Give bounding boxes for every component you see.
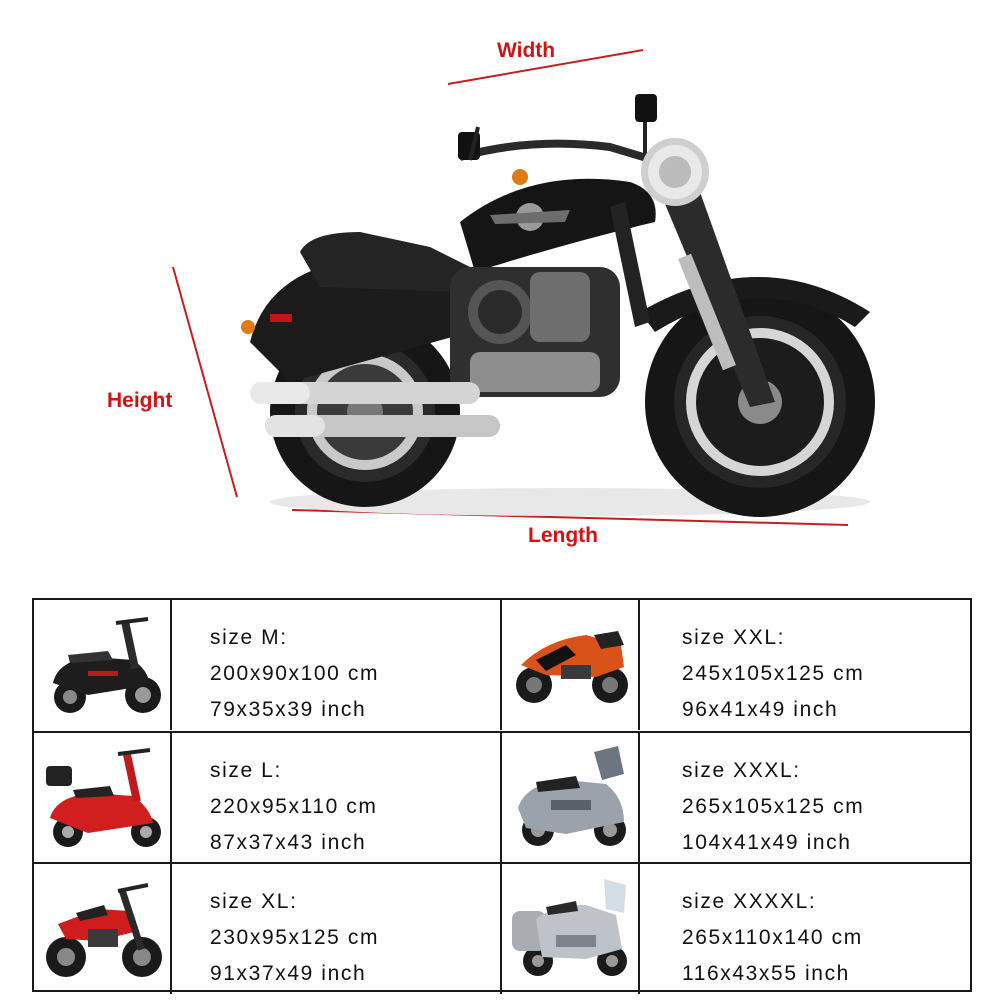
size-inch: 104x41x49 inch [682,831,852,854]
touring-bike-silver-icon [512,879,627,976]
height-line [172,266,238,498]
size-cm: 200x90x100 cm [210,662,380,685]
size-name: size XL: [210,890,298,913]
table-cell-spec: size XXXXL: 265x110x140 cm 116x43x55 inc… [640,864,970,994]
size-name: size M: [210,626,288,649]
maxi-scooter-silver-icon [518,746,626,846]
size-name: size L: [210,759,282,782]
height-label: Height [107,389,173,412]
length-label: Length [528,524,598,547]
table-cell-spec: size XL: 230x95x125 cm 91x37x49 inch [172,864,502,994]
table-cell-spec: size XXL: 245x105x125 cm 96x41x49 inch [640,600,970,730]
scooter-red-icon [46,748,161,847]
table-cell-image [34,733,172,863]
size-name: size XXXL: [682,759,801,782]
width-line [447,49,644,85]
table-cell-image [34,600,172,730]
table-cell-image [502,600,640,730]
size-cm: 265x110x140 cm [682,926,863,949]
hero-section: Width Height Length [107,39,875,547]
size-cm: 230x95x125 cm [210,926,380,949]
width-label: Width [497,39,556,62]
size-inch: 96x41x49 inch [682,698,839,721]
size-inch: 116x43x55 inch [682,962,850,985]
cruiser-motorcycle-icon [241,94,875,517]
size-inch: 79x35x39 inch [210,698,367,721]
sport-bike-orange-icon [516,631,628,703]
table-cell-spec: size L: 220x95x110 cm 87x37x43 inch [172,733,502,863]
size-cm: 220x95x110 cm [210,795,378,818]
table-cell-image [502,864,640,994]
size-cm: 245x105x125 cm [682,662,865,685]
table-cell-spec: size M: 200x90x100 cm 79x35x39 inch [172,600,502,730]
table-row: size M: 200x90x100 cm 79x35x39 inch size… [34,600,970,730]
table-cell-image [502,733,640,863]
size-table: size M: 200x90x100 cm 79x35x39 inch size… [32,598,972,994]
size-name: size XXL: [682,626,786,649]
size-inch: 91x37x49 inch [210,962,367,985]
scooter-black-icon [53,617,161,713]
table-cell-image [34,864,172,994]
street-bike-red-icon [46,883,162,977]
size-inch: 87x37x43 inch [210,831,367,854]
size-name: size XXXXL: [682,890,817,913]
table-row: size L: 220x95x110 cm 87x37x43 inch size… [34,731,970,863]
table-row: size XL: 230x95x125 cm 91x37x49 inch siz… [34,862,970,994]
size-cm: 265x105x125 cm [682,795,865,818]
table-cell-spec: size XXXL: 265x105x125 cm 104x41x49 inch [640,733,970,863]
